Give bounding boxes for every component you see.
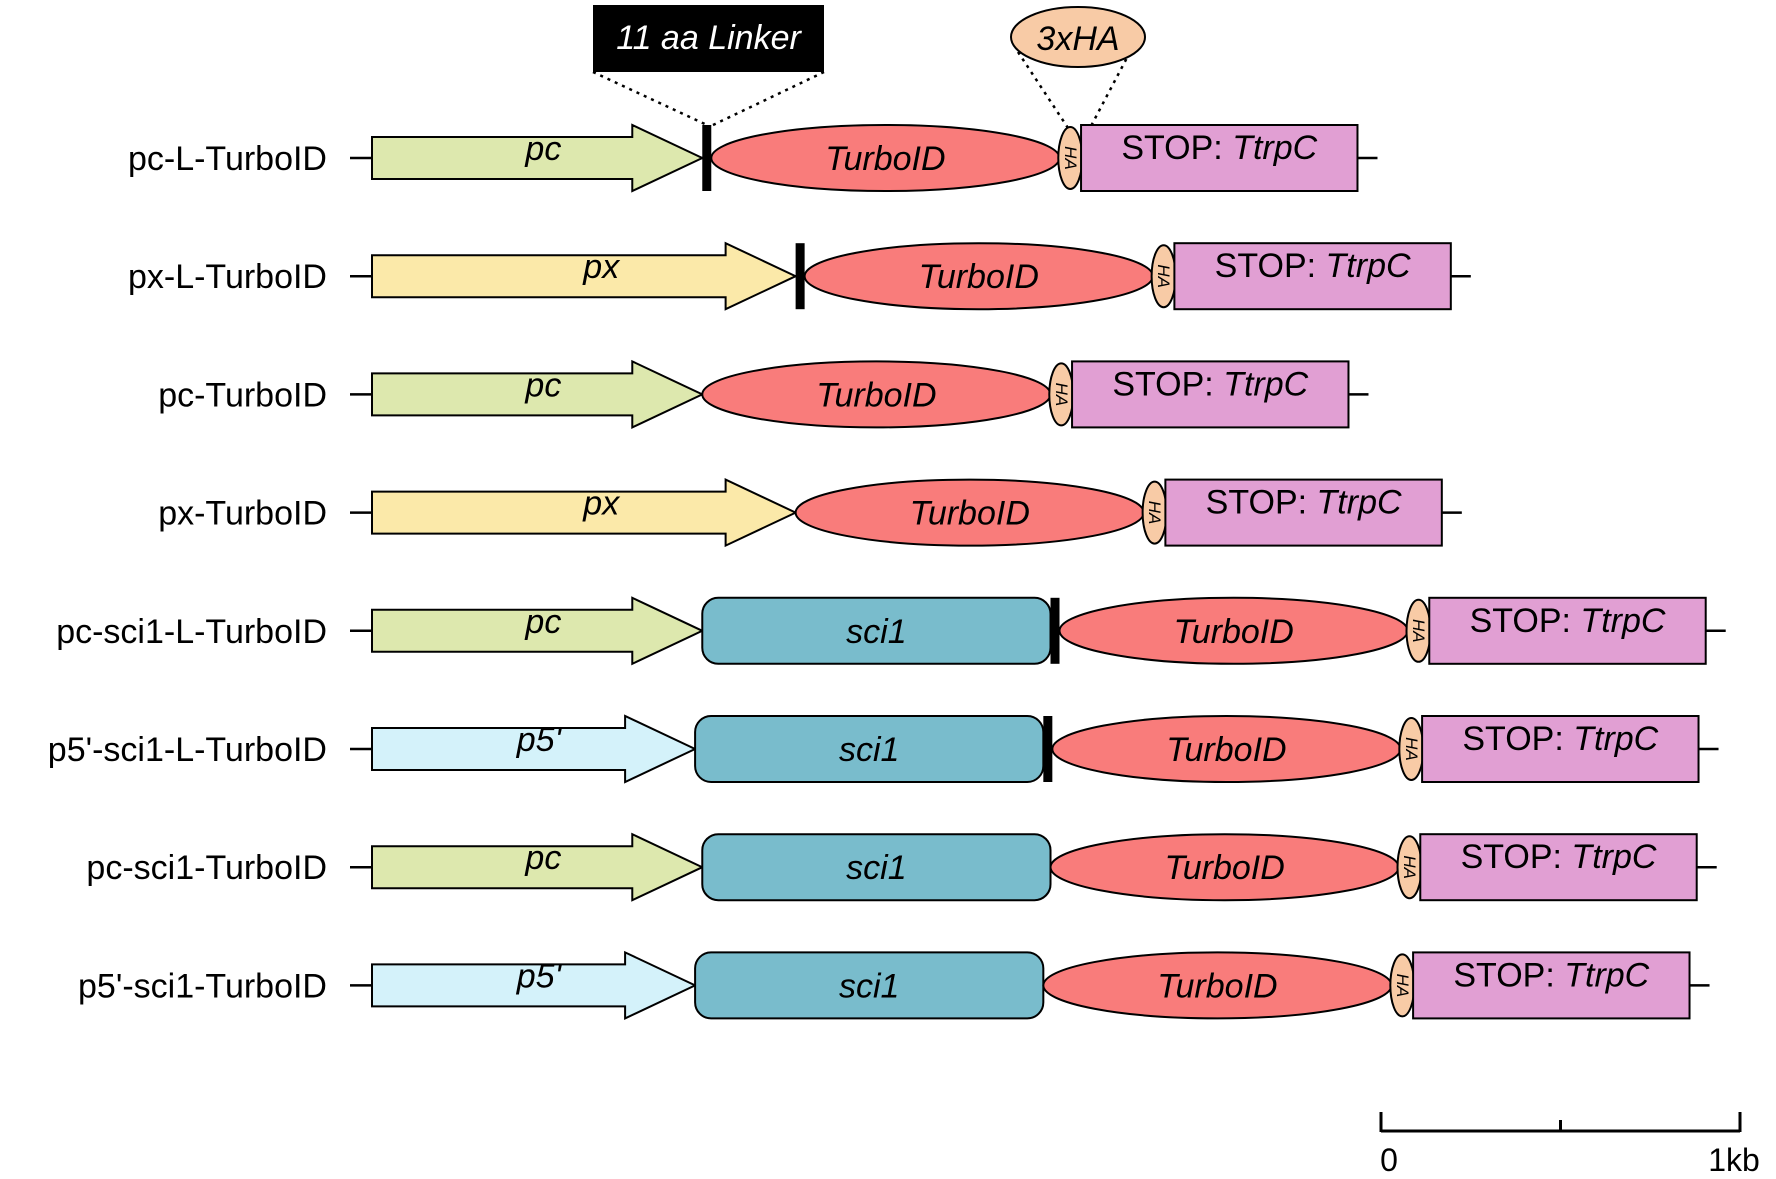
turboid-label: TurboID	[1173, 613, 1293, 651]
scale-bar: 0 1kb	[1379, 1112, 1760, 1178]
promoter-arrow	[371, 359, 705, 429]
terminator-label: STOP: TtrpC	[1121, 129, 1317, 167]
linker-bar	[795, 243, 805, 310]
ha-tag-label: HA	[1145, 501, 1164, 525]
terminator-name: TtrpC	[1580, 602, 1665, 640]
terminator-name: TtrpC	[1571, 838, 1656, 876]
turboid-label: TurboID	[919, 258, 1039, 296]
turboid-label: TurboID	[1166, 731, 1286, 769]
linker-bar	[702, 125, 712, 191]
terminator-label: STOP: TtrpC	[1206, 484, 1402, 522]
terminator-name: TtrpC	[1564, 956, 1649, 994]
terminator-box	[1412, 951, 1691, 1020]
terminator-name: TtrpC	[1232, 129, 1317, 167]
promoter-label: p5'	[516, 721, 563, 759]
ha-tag-label: HA	[1409, 619, 1428, 643]
terminator-label: STOP: TtrpC	[1470, 602, 1666, 640]
turboid-label: TurboID	[910, 495, 1030, 533]
construct-row: p5'-sci1-TurboID p5' sci1 TurboID HA STOP: Tt…	[78, 950, 1710, 1020]
promoter-label: px	[582, 485, 620, 523]
construct-label: pc-TurboID	[158, 376, 327, 414]
terminator-box	[1419, 833, 1698, 902]
linker-bar	[1043, 716, 1053, 782]
sci1-label: sci1	[846, 849, 906, 887]
construct-label: px-TurboID	[158, 495, 327, 533]
terminator-label: STOP: TtrpC	[1112, 365, 1308, 403]
ha-tag-label: HA	[1052, 383, 1071, 407]
terminator-prefix: STOP:	[1453, 956, 1564, 994]
terminator-prefix: STOP:	[1206, 484, 1317, 522]
terminator-box	[1071, 360, 1350, 429]
terminator-label: STOP: TtrpC	[1215, 247, 1411, 285]
terminator-name: TtrpC	[1326, 247, 1411, 285]
construct-row: p5'-sci1-L-TurboID p5' sci1 TurboID HA STOP: …	[48, 714, 1719, 784]
terminator-prefix: STOP:	[1121, 129, 1232, 167]
terminator-prefix: STOP:	[1470, 602, 1581, 640]
scale-bar-end-label: 1kb	[1708, 1142, 1760, 1178]
construct-label: p5'-sci1-L-TurboID	[48, 731, 327, 769]
turboid-label: TurboID	[1164, 849, 1284, 887]
ha-tag-label: HA	[1154, 264, 1173, 288]
sci1-label: sci1	[846, 613, 906, 651]
terminator-box	[1173, 242, 1452, 311]
terminator-label: STOP: TtrpC	[1462, 720, 1658, 758]
ha-callout-bubble	[1010, 6, 1146, 68]
promoter-label: pc	[524, 839, 561, 877]
construct-row: pc-TurboID pc TurboID HA STOP: TtrpC	[158, 359, 1369, 429]
construct-label: pc-L-TurboID	[128, 140, 327, 178]
ha-tag-label: HA	[1061, 146, 1080, 170]
construct-label: pc-sci1-TurboID	[86, 849, 327, 887]
linker-bar	[1050, 597, 1060, 664]
construct-row: pc-sci1-L-TurboID pc sci1 TurboID HA STOP: Tt…	[56, 596, 1726, 666]
construct-row: pc-L-TurboID pc TurboID HA STOP: TtrpC	[128, 123, 1378, 193]
construct-label: p5'-sci1-TurboID	[78, 967, 327, 1005]
promoter-arrow	[371, 832, 705, 902]
promoter-label: pc	[524, 130, 561, 168]
terminator-box	[1428, 596, 1707, 665]
promoter-label: pc	[524, 366, 561, 404]
sci1-label: sci1	[839, 731, 899, 769]
promoter-arrow	[371, 478, 798, 548]
terminator-name: TtrpC	[1573, 720, 1658, 758]
terminator-name: TtrpC	[1223, 365, 1308, 403]
promoter-arrow	[371, 714, 698, 784]
terminator-prefix: STOP:	[1112, 365, 1223, 403]
promoter-arrow	[371, 123, 705, 193]
terminator-label: STOP: TtrpC	[1461, 838, 1657, 876]
terminator-box	[1080, 124, 1359, 192]
promoter-arrow	[371, 241, 798, 311]
terminator-box	[1421, 715, 1700, 783]
promoter-label: p5'	[516, 957, 563, 995]
terminator-label: STOP: TtrpC	[1453, 956, 1649, 994]
turboid-label: TurboID	[1157, 967, 1277, 1005]
linker-callout-box	[593, 5, 824, 72]
construct-row: px-L-TurboID px TurboID HA STOP: TtrpC	[128, 241, 1471, 311]
linker-callout: 11 aa Linker	[592, 5, 825, 127]
sci1-label: sci1	[839, 967, 899, 1005]
terminator-prefix: STOP:	[1462, 720, 1573, 758]
promoter-arrow	[371, 950, 698, 1020]
promoter-label: pc	[524, 603, 561, 641]
ha-tag-label: HA	[1400, 855, 1419, 879]
terminator-box	[1164, 478, 1443, 547]
construct-label: px-L-TurboID	[128, 258, 327, 296]
terminator-name: TtrpC	[1317, 484, 1402, 522]
ha-tag-label: HA	[1402, 737, 1421, 761]
ha-callout-label: 3xHA	[1036, 20, 1119, 58]
terminator-prefix: STOP:	[1215, 247, 1326, 285]
turboid-label: TurboID	[816, 376, 936, 414]
construct-row: px-TurboID px TurboID HA STOP: TtrpC	[158, 478, 1462, 548]
linker-callout-label: 11 aa Linker	[616, 19, 802, 57]
turboid-label: TurboID	[825, 140, 945, 178]
scale-bar-start-label: 0	[1380, 1142, 1398, 1178]
promoter-arrow	[371, 596, 705, 666]
ha-callout: 3xHA	[1010, 6, 1146, 129]
construct-row: pc-sci1-TurboID pc sci1 TurboID HA STOP: Ttrp…	[86, 832, 1717, 902]
construct-label: pc-sci1-L-TurboID	[56, 613, 327, 651]
promoter-label: px	[582, 248, 620, 286]
ha-tag-label: HA	[1393, 974, 1412, 998]
terminator-prefix: STOP:	[1461, 838, 1572, 876]
